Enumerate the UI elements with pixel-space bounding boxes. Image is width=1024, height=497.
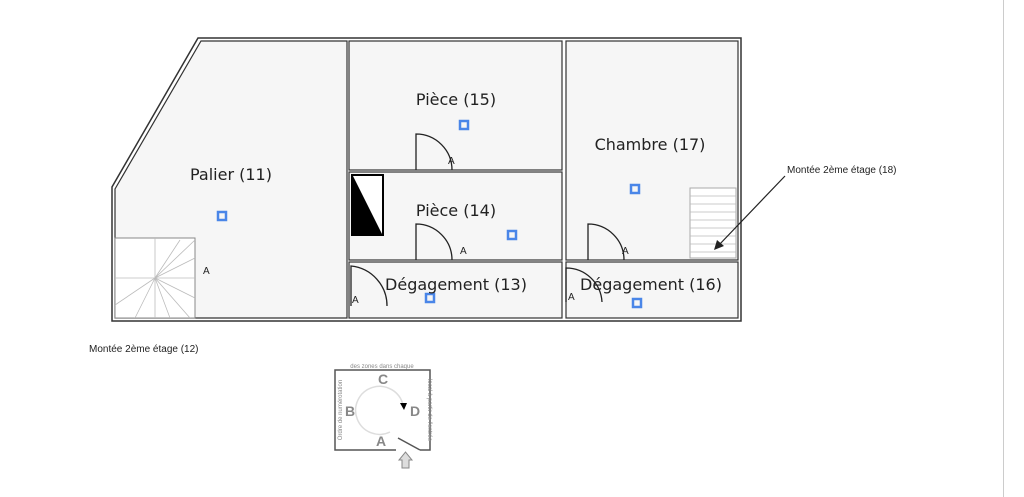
door-letter: A [203,266,210,277]
location-markers [216,119,643,309]
legend-a: A [376,433,386,449]
numbering-legend: C B D A des zones dans chaque Ordre de n… [334,364,432,469]
legend-d: D [410,403,420,419]
room-label: Dégagement (16) [580,275,722,294]
room-piece-15[interactable] [348,40,563,171]
room-label: Pièce (15) [416,90,496,109]
stairs-label: Montée 2ème étage (18) [787,165,897,176]
door-letter: A [448,156,455,167]
room-label: Palier (11) [190,165,272,184]
room-label: Chambre (17) [595,135,706,154]
legend-top-text: des zones dans chaque [350,364,414,370]
legend-right-text: local à partir de l'entrée [426,379,432,442]
page-edge [1003,0,1004,497]
legend-b: B [345,403,355,419]
room-label: Pièce (14) [416,201,496,220]
legend-c: C [378,371,388,387]
doors [350,133,625,307]
legend-left-text: Ordre de numérotation [338,380,344,440]
room-label: Dégagement (13) [385,275,527,294]
door-letter: A [352,295,359,306]
stairs-label: Montée 2ème étage (12) [89,344,199,355]
door-letter: A [568,292,575,303]
arrow-icon [714,175,786,250]
closet-block [351,174,384,236]
door-letter: A [622,246,629,257]
room-piece-14[interactable] [348,171,563,261]
stairs-left-icon [114,237,196,319]
stairs-right-icon [689,187,737,259]
door-letter: A [460,246,467,257]
